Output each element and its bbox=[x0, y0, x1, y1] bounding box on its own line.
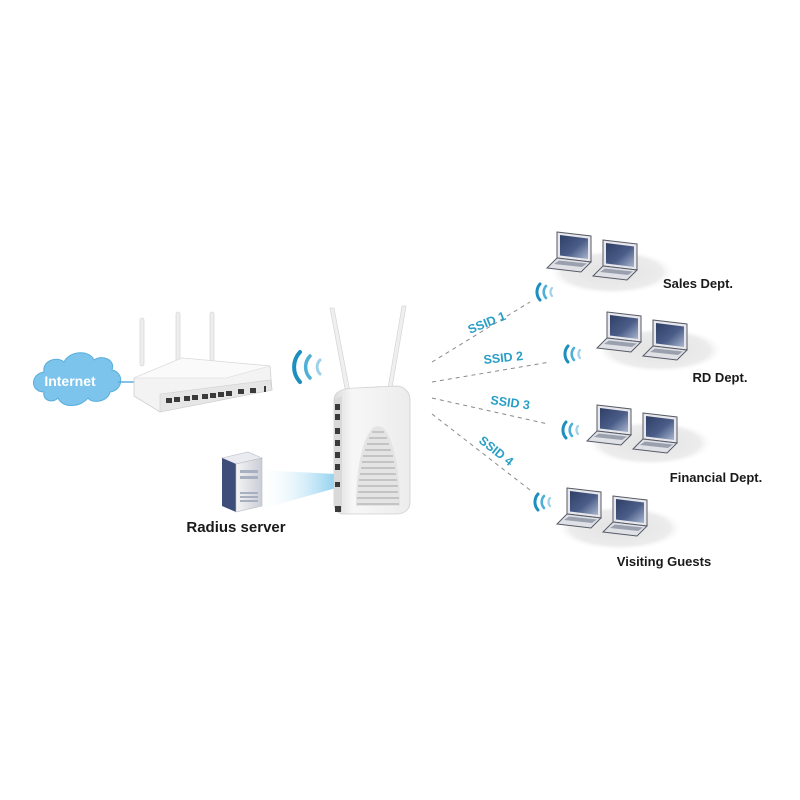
group-label: Financial Dept. bbox=[670, 470, 762, 485]
radius-server: Radius server bbox=[186, 451, 336, 536]
laptop-icon bbox=[545, 231, 593, 273]
signal-beam bbox=[258, 470, 336, 510]
wifi-signal-icon bbox=[561, 420, 580, 440]
ssid-label-1: SSID 1 bbox=[466, 309, 508, 337]
ap-antenna bbox=[329, 307, 351, 395]
laptop-icon bbox=[595, 311, 643, 353]
router-antenna bbox=[209, 311, 215, 365]
access-point bbox=[329, 305, 411, 515]
group-label: RD Dept. bbox=[693, 370, 748, 385]
ap-speaker-grille bbox=[356, 426, 400, 506]
router bbox=[133, 311, 273, 413]
laptop-icon bbox=[601, 495, 649, 537]
ssid-label-2: SSID 2 bbox=[483, 349, 524, 367]
radius-server-label: Radius server bbox=[186, 519, 285, 536]
client-group: Sales Dept. bbox=[535, 231, 733, 302]
laptop-icon bbox=[555, 487, 603, 529]
wifi-signal-icon bbox=[535, 282, 554, 302]
ssid-label-3: SSID 3 bbox=[490, 393, 531, 412]
ssid-link-1 bbox=[431, 301, 531, 363]
wifi-signal-icon bbox=[533, 492, 552, 512]
server-icon bbox=[221, 451, 263, 513]
ssid-link-2 bbox=[431, 361, 551, 383]
router-antenna bbox=[139, 317, 145, 367]
wifi-signal-icon bbox=[292, 350, 322, 384]
client-groups: Sales Dept. RD Dept. Financial Dept. Visiti… bbox=[533, 231, 762, 569]
access-point-icon bbox=[329, 305, 411, 515]
ssid-link-4 bbox=[431, 413, 531, 491]
internet-cloud: Internet bbox=[33, 352, 122, 406]
group-label: Sales Dept. bbox=[663, 276, 733, 291]
laptop-icon bbox=[591, 239, 639, 281]
internet-label: Internet bbox=[44, 373, 96, 389]
ssid-link-3 bbox=[431, 397, 549, 425]
cloud-icon bbox=[33, 352, 122, 406]
client-group: Financial Dept. bbox=[561, 404, 762, 485]
laptop-icon bbox=[631, 412, 679, 454]
laptop-icon bbox=[585, 404, 633, 446]
router-icon bbox=[133, 311, 273, 413]
group-label: Visiting Guests bbox=[617, 554, 711, 569]
ssid-links bbox=[431, 301, 551, 491]
client-group: RD Dept. bbox=[563, 311, 748, 385]
client-group: Visiting Guests bbox=[533, 487, 711, 569]
laptop-icon bbox=[641, 319, 689, 361]
ap-antenna bbox=[387, 305, 407, 389]
wifi-signal-icon bbox=[563, 344, 582, 364]
